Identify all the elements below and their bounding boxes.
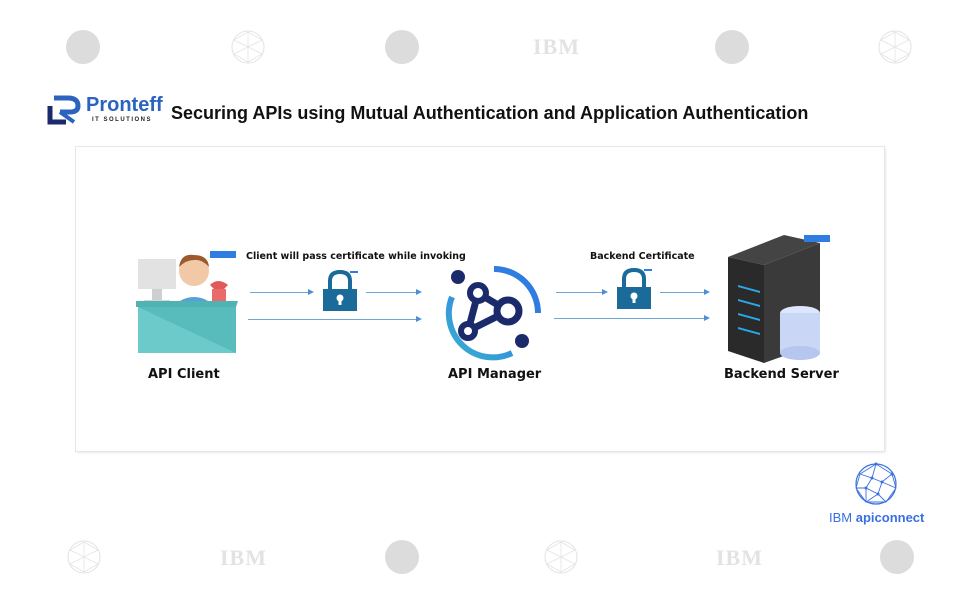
apiconnect-product: apiconnect (855, 510, 925, 525)
pronteff-logo-icon (47, 95, 81, 125)
node-label-api-client: API Client (148, 367, 220, 382)
diagram-card: API Client Client will pass certificate … (76, 147, 884, 451)
padlock-icon (617, 267, 652, 309)
apiconnect-wordmark: IBM apiconnect (829, 510, 924, 525)
padlock-icon (323, 269, 358, 311)
server-database-icon (728, 235, 830, 363)
arrow-client-to-lock (250, 289, 314, 295)
page-title: Securing APIs using Mutual Authenticatio… (171, 103, 809, 123)
watermark-sphere-icon (878, 30, 912, 64)
watermark-graph-logo-icon (385, 30, 419, 64)
watermark-sphere-icon (544, 540, 578, 574)
arrow-manager-to-lock (556, 289, 608, 295)
watermark-ibm-logo: IBM (533, 34, 580, 59)
watermark-ibm-logo: IBM (220, 545, 267, 570)
watermark-sphere-icon (67, 540, 101, 574)
arrow-client-to-manager (248, 316, 422, 322)
arrow-lock-to-manager (366, 289, 422, 295)
api-connect-logo-icon (445, 266, 541, 361)
arrow-manager-to-backend (554, 315, 710, 321)
watermark-graph-logo-icon (880, 540, 914, 574)
apiconnect-prefix: IBM (829, 510, 856, 525)
watermark-a-logo-icon (385, 540, 419, 574)
watermark-ibm-logo: IBM (716, 545, 763, 570)
edge-label-backend-certificate: Backend Certificate (590, 251, 695, 262)
brand-name: Pronteff (86, 94, 163, 116)
watermark-sphere-icon (231, 30, 265, 64)
edge-label-client-certificate: Client will pass certificate while invok… (246, 251, 466, 262)
node-label-api-manager: API Manager (448, 367, 542, 382)
arrow-lock-to-backend (660, 289, 710, 295)
apiconnect-sphere-icon (855, 462, 897, 505)
watermark-a-logo-icon (66, 30, 100, 64)
brand-subtitle: IT SOLUTIONS (92, 117, 152, 123)
watermark-a-logo-icon (715, 30, 749, 64)
person-at-desk-icon (136, 251, 238, 353)
node-label-backend-server: Backend Server (724, 367, 839, 382)
